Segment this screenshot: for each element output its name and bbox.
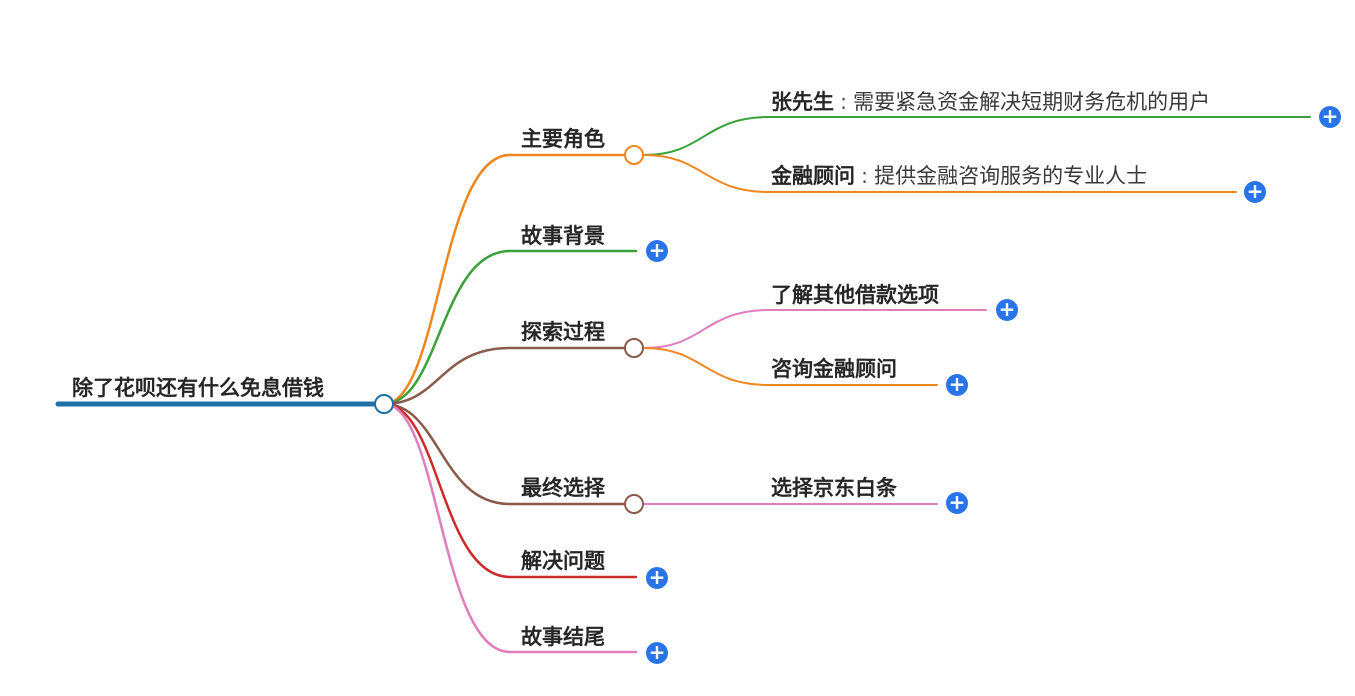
expand-advisor-button[interactable]: + xyxy=(1244,181,1266,203)
expand-background-button[interactable]: + xyxy=(646,240,668,262)
leaf-zhang-label: 张先生 xyxy=(771,90,834,114)
leaf-zhang-description: 需要紧急资金解决短期财务危机的用户 xyxy=(853,90,1211,114)
final-collapse-circle[interactable] xyxy=(624,494,644,514)
leaf-jd-baitiao-label: 选择京东白条 xyxy=(771,476,897,500)
connector-ending xyxy=(382,402,638,654)
connector-roles xyxy=(382,153,636,406)
connector-background xyxy=(382,249,638,406)
branch-ending[interactable]: 故事结尾 xyxy=(521,627,605,648)
expand-other-options-button[interactable]: + xyxy=(996,299,1018,321)
connector-advisor xyxy=(643,154,1237,193)
plus-icon: + xyxy=(1246,179,1264,203)
expand-consult-advisor-button[interactable]: + xyxy=(946,374,968,396)
branch-explore-label: 探索过程 xyxy=(521,320,605,344)
branch-final[interactable]: 最终选择 xyxy=(521,478,605,499)
leaf-advisor-label: 金融顾问 xyxy=(771,164,855,188)
leaf-zhang-separator: : xyxy=(840,90,848,114)
leaf-advisor-separator: : xyxy=(861,164,869,188)
leaf-advisor-description: 提供金融咨询服务的专业人士 xyxy=(874,164,1148,188)
branch-background-label: 故事背景 xyxy=(521,224,605,248)
plus-icon: + xyxy=(648,640,666,664)
expand-ending-button[interactable]: + xyxy=(646,642,668,664)
plus-icon: + xyxy=(948,490,966,514)
expand-jd-baitiao-button[interactable]: + xyxy=(946,492,968,514)
leaf-consult-advisor[interactable]: 咨询金融顾问 xyxy=(771,359,897,380)
root-collapse-circle[interactable] xyxy=(374,394,394,414)
explore-collapse-circle[interactable] xyxy=(624,338,644,358)
branch-solve-label: 解决问题 xyxy=(521,549,605,573)
branch-roles-label: 主要角色 xyxy=(521,127,605,151)
roles-collapse-circle[interactable] xyxy=(624,145,644,165)
branch-ending-label: 故事结尾 xyxy=(521,625,605,649)
expand-solve-button[interactable]: + xyxy=(646,567,668,589)
branch-roles[interactable]: 主要角色 xyxy=(521,129,605,150)
connector-solve xyxy=(382,402,638,579)
leaf-advisor[interactable]: 金融顾问:提供金融咨询服务的专业人士 xyxy=(771,166,1147,187)
plus-icon: + xyxy=(648,238,666,262)
branch-explore[interactable]: 探索过程 xyxy=(521,322,605,343)
connector-zhang xyxy=(643,116,1311,156)
root-topic[interactable]: 除了花呗还有什么免息借钱 xyxy=(72,378,324,399)
leaf-jd-baitiao[interactable]: 选择京东白条 xyxy=(771,478,897,499)
leaf-other-options[interactable]: 了解其他借款选项 xyxy=(771,285,939,306)
plus-icon: + xyxy=(998,297,1016,321)
leaf-other-options-label: 了解其他借款选项 xyxy=(771,283,939,307)
connector-consult-advisor xyxy=(643,347,938,386)
connector-explore xyxy=(382,346,636,406)
branch-final-label: 最终选择 xyxy=(521,476,605,500)
branch-background[interactable]: 故事背景 xyxy=(521,226,605,247)
root-topic-label: 除了花呗还有什么免息借钱 xyxy=(72,376,324,400)
connector-final xyxy=(382,402,636,506)
connector-other-options xyxy=(643,309,987,349)
plus-icon: + xyxy=(948,372,966,396)
leaf-consult-advisor-label: 咨询金融顾问 xyxy=(771,357,897,381)
plus-icon: + xyxy=(1321,104,1339,128)
mindmap-node-markers xyxy=(374,145,644,514)
branch-solve[interactable]: 解决问题 xyxy=(521,551,605,572)
leaf-zhang[interactable]: 张先生:需要紧急资金解决短期财务危机的用户 xyxy=(771,92,1210,113)
plus-icon: + xyxy=(648,565,666,589)
expand-zhang-button[interactable]: + xyxy=(1319,106,1341,128)
mindmap-edges xyxy=(55,116,1311,654)
